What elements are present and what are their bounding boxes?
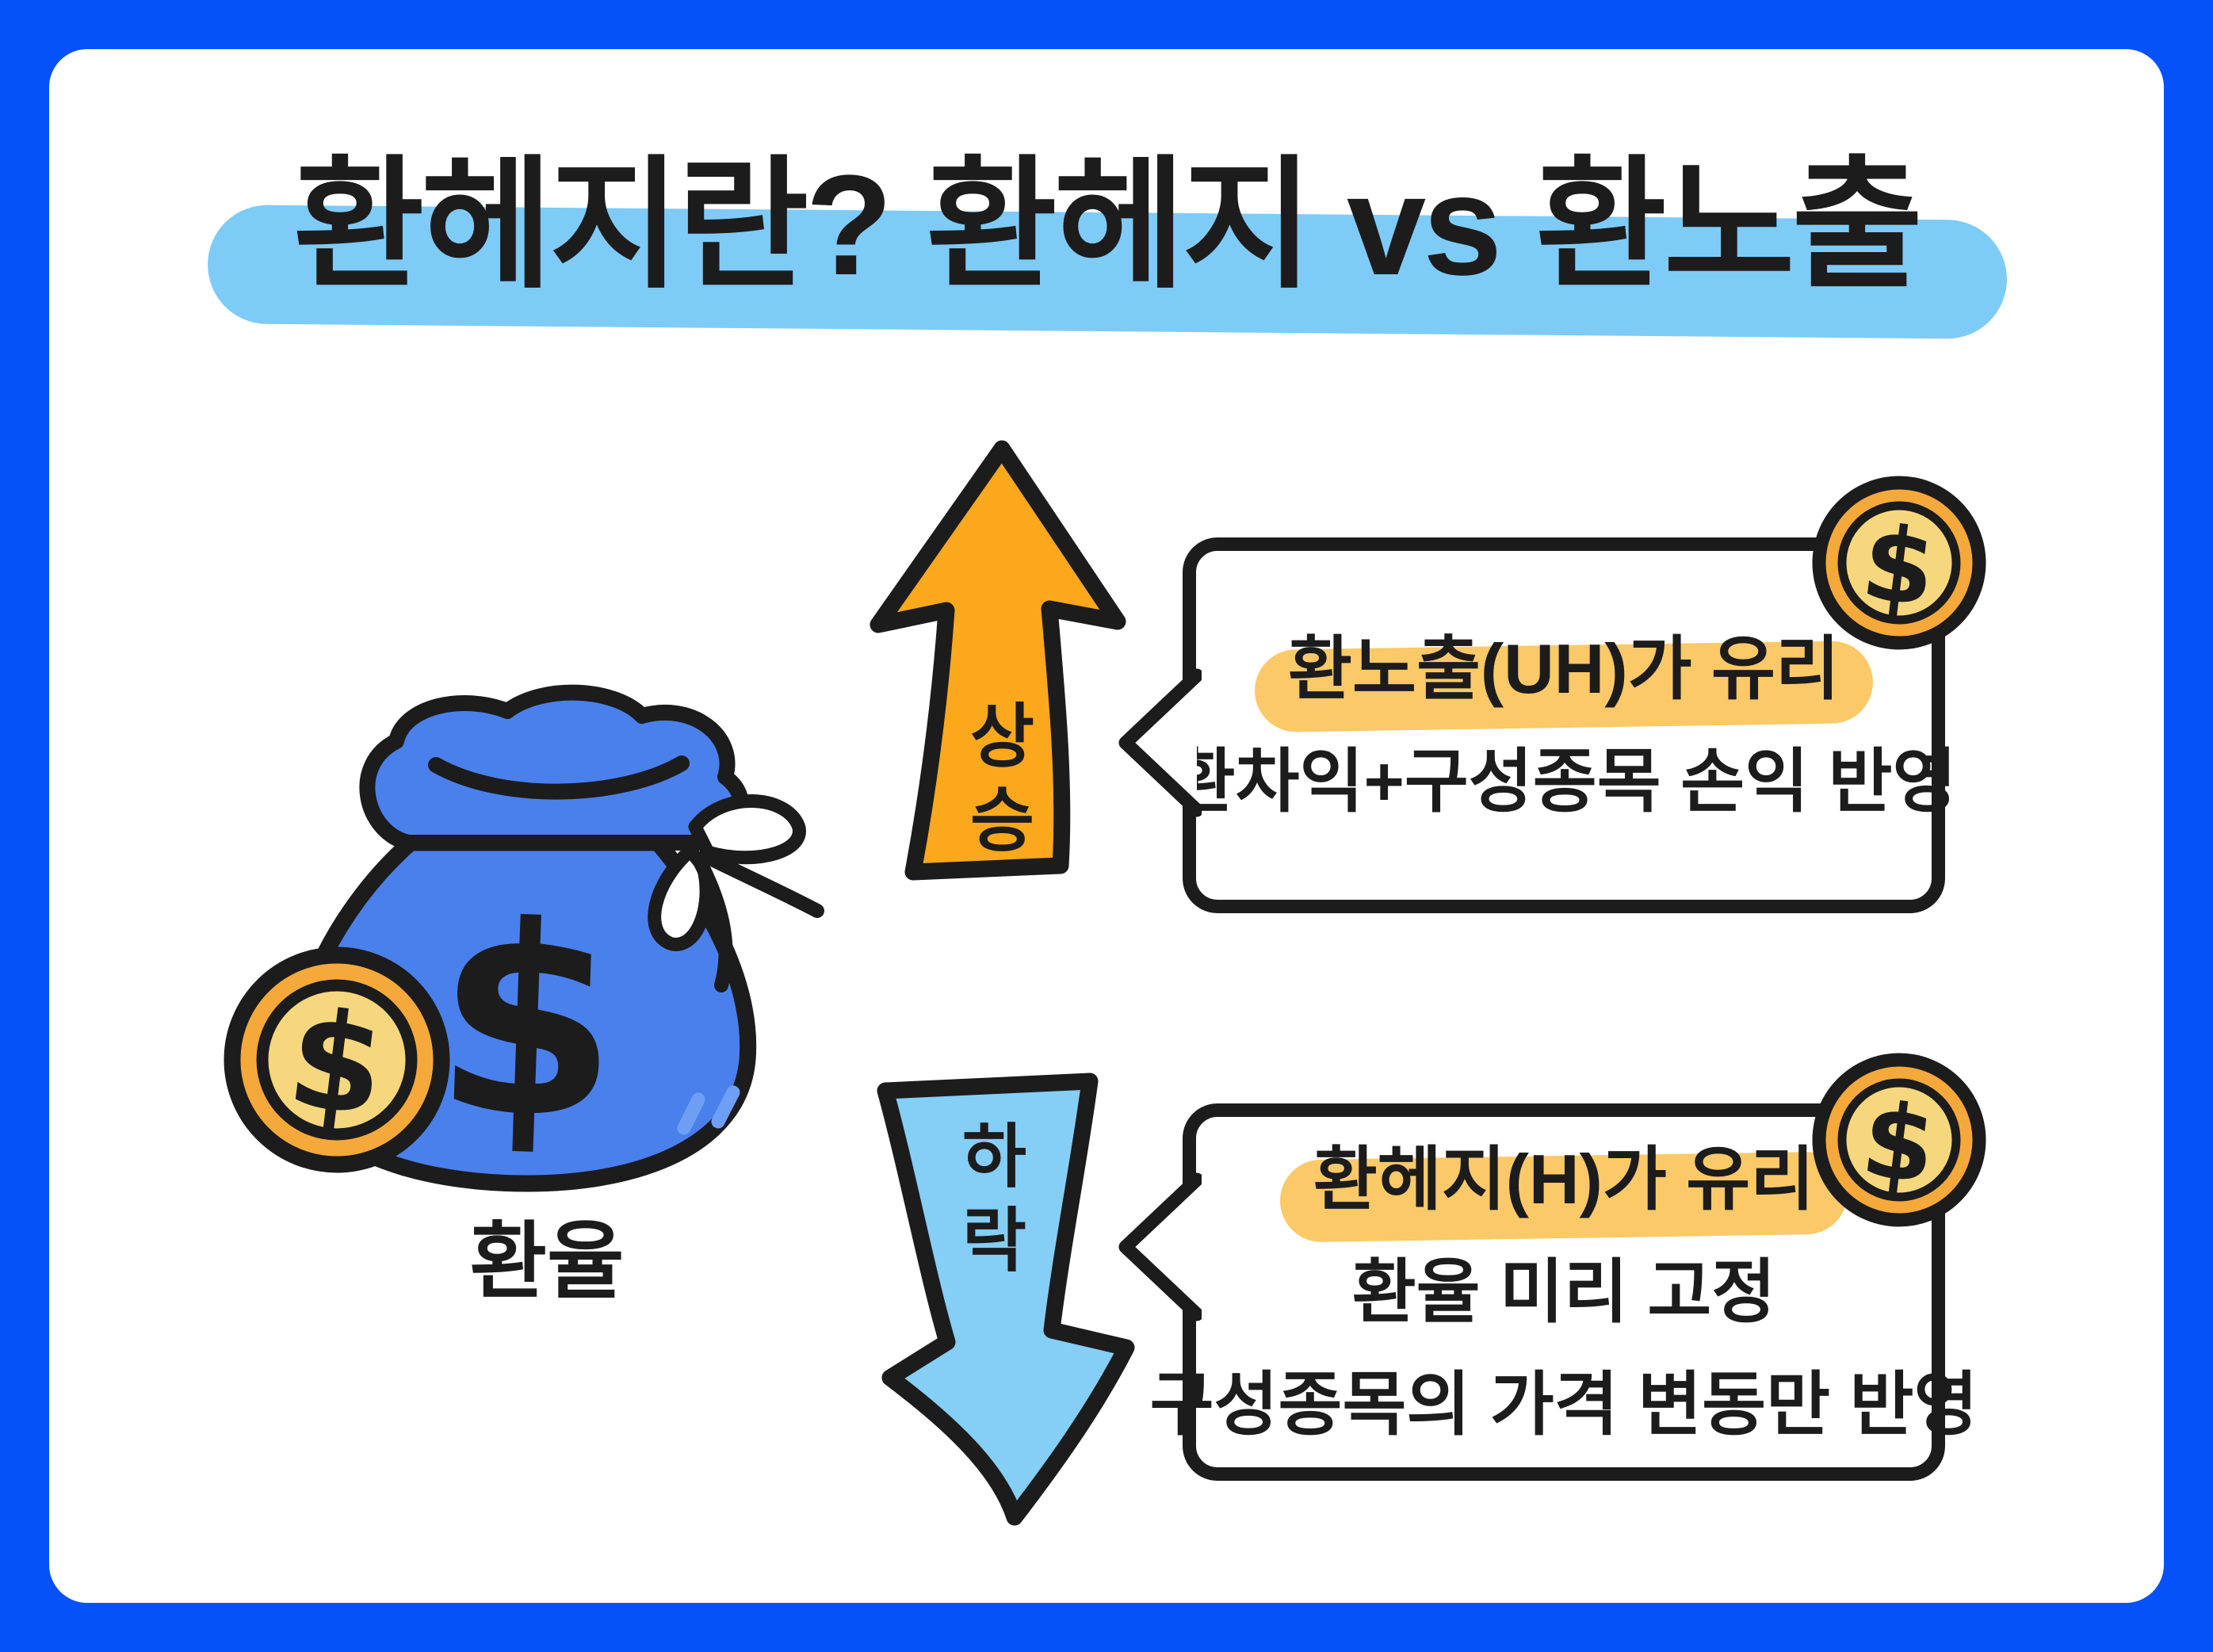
bubble-content: 환헤지(H)가 유리 환율 미리 고정 구성종목의 가격 변동만 반영 xyxy=(1150,1117,1978,1467)
bubble-tail xyxy=(1118,1172,1202,1321)
bubble-title-text: 환노출(UH)가 유리 xyxy=(1288,629,1840,708)
bag-dollar-sign: $ xyxy=(430,867,623,1178)
bubble-text-line: 환차익+구성종목 손익 반영 xyxy=(1171,742,1957,820)
coin-dollar-sign: $ xyxy=(1856,1079,1941,1207)
bubble-text-line: 구성종목의 가격 변동만 반영 xyxy=(1149,1365,1978,1444)
bubble-title-highlighted: 환헤지(H)가 유리 xyxy=(1279,1134,1848,1243)
down-arrow-label: 하락 xyxy=(950,1119,1028,1287)
down-arrow xyxy=(877,1073,1135,1526)
bag-tie-bow xyxy=(648,794,824,992)
coin-icon: $ xyxy=(1812,1053,1986,1227)
down-arrow-shape xyxy=(877,1073,1135,1526)
exchange-rate-label: 환율 xyxy=(469,1215,625,1309)
coin-face xyxy=(1837,501,1961,625)
bubble-title-highlighted: 환노출(UH)가 유리 xyxy=(1254,623,1874,733)
coin-dollar-sign: $ xyxy=(281,980,393,1147)
bubble-content: 환노출(UH)가 유리 환차익+구성종목 손익 반영 xyxy=(1171,551,1957,900)
coin-dollar-sign: $ xyxy=(1856,502,1941,630)
up-arrow-label: 상승 xyxy=(957,699,1036,867)
coin-face xyxy=(256,979,418,1141)
bag-fold-line xyxy=(428,755,690,800)
bag-shine-marks xyxy=(677,1085,740,1135)
bubble-text-line: 환율 미리 고정 xyxy=(1351,1252,1776,1331)
coin-face xyxy=(1837,1078,1961,1202)
money-bag-top xyxy=(359,684,749,851)
title: 환헤지란? 환헤지 vs 환노출 xyxy=(0,0,2213,380)
up-arrow xyxy=(870,440,1126,881)
bubble-tail xyxy=(1118,668,1202,817)
coin-icon: $ xyxy=(224,946,450,1173)
up-arrow-shape xyxy=(870,440,1126,881)
page-title: 환헤지란? 환헤지 vs 환노출 xyxy=(292,146,1923,305)
bubble-title-text: 환헤지(H)가 유리 xyxy=(1313,1140,1815,1218)
money-bag-illustration: $ $ xyxy=(224,684,824,1192)
coin-icon: $ xyxy=(1812,476,1986,650)
